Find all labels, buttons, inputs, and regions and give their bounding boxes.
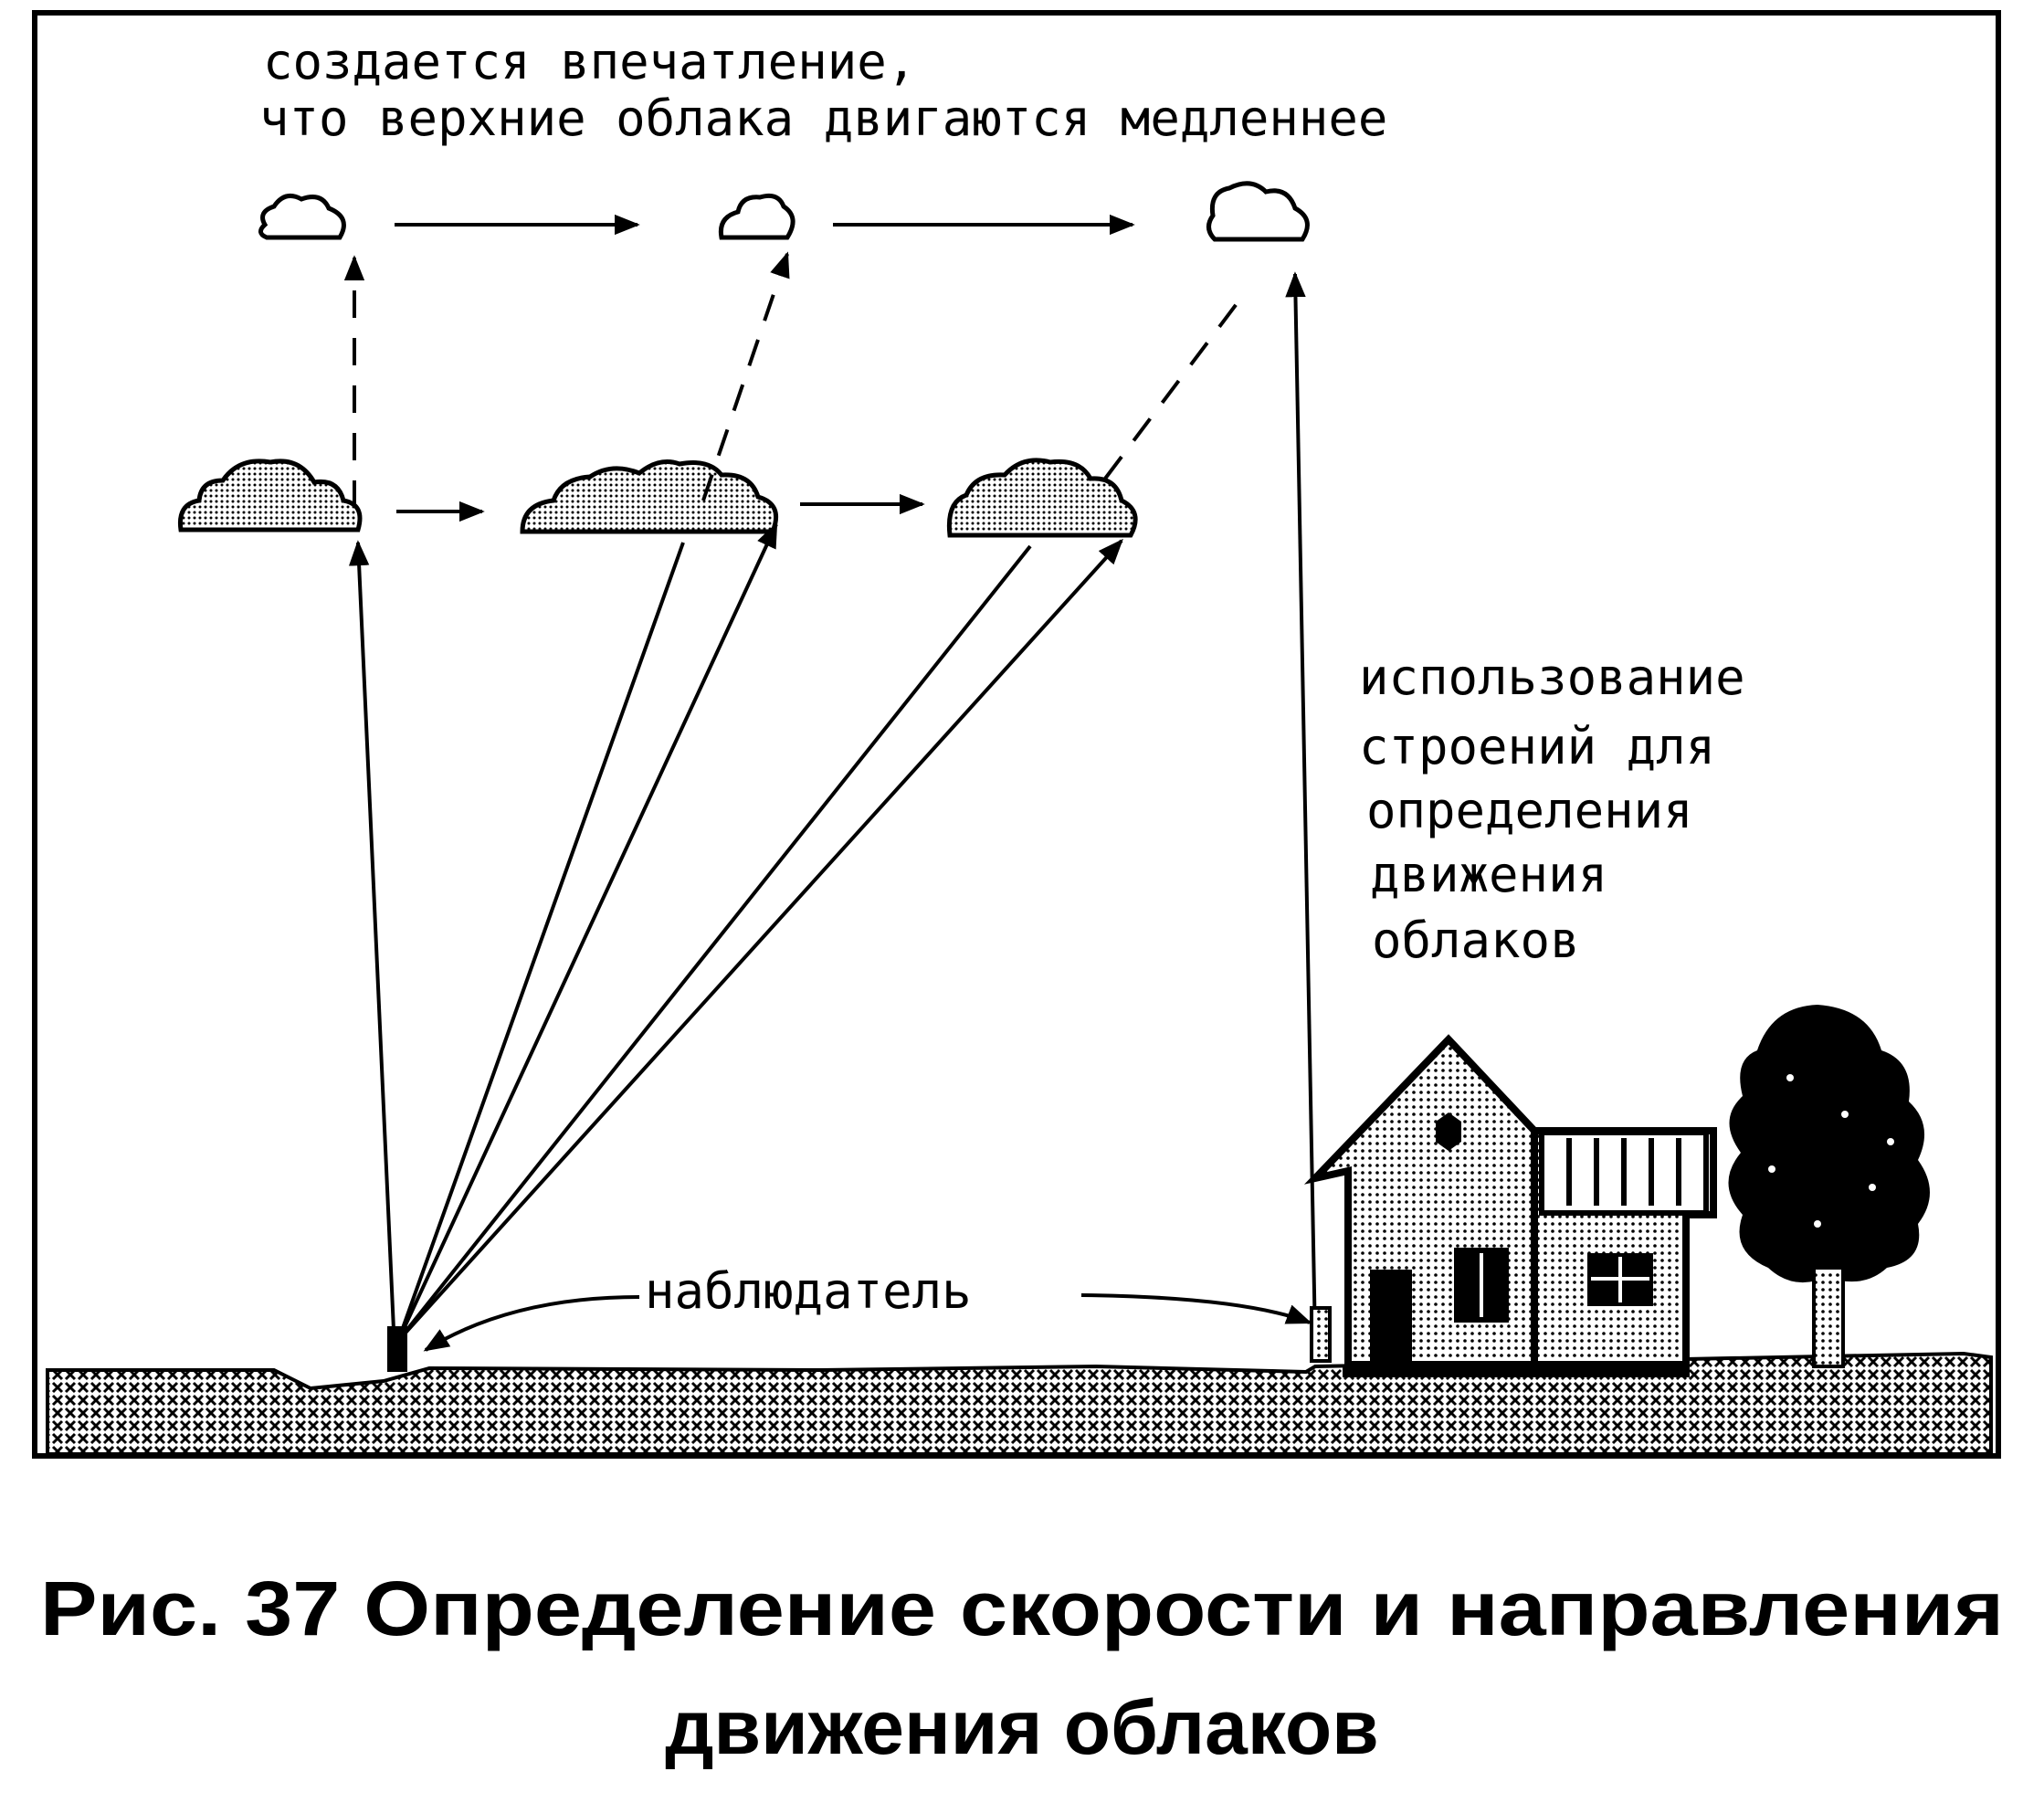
dashed-sight-lines bbox=[343, 251, 1240, 508]
house bbox=[1303, 1034, 1717, 1377]
right-note-line-1: использование bbox=[1359, 648, 1745, 706]
right-note-line-4: движения bbox=[1370, 846, 1607, 903]
motion-arrows-lower bbox=[396, 493, 925, 522]
right-note-line-5: облаков bbox=[1372, 912, 1580, 969]
building-sight-line bbox=[1285, 271, 1317, 1342]
cloud-upper-2 bbox=[718, 193, 795, 240]
top-note-line-2: что верхние облака двигаются медленнее bbox=[259, 90, 1387, 147]
tree bbox=[1728, 1005, 1930, 1368]
observer-pointer-arrows bbox=[423, 1293, 1312, 1352]
cloud-lower-3 bbox=[946, 458, 1138, 538]
observer-figure-left bbox=[387, 1326, 407, 1372]
cloud-lower-2 bbox=[520, 459, 778, 534]
right-note-line-3: определения bbox=[1366, 782, 1693, 839]
observer-sight-lines bbox=[348, 522, 1123, 1351]
cloud-upper-3 bbox=[1206, 181, 1310, 242]
observer-figure-right bbox=[1310, 1306, 1332, 1363]
cloud-lower-1 bbox=[177, 459, 363, 532]
caption-line-1: Рис. 37 Определение скорости и направлен… bbox=[40, 1566, 2004, 1651]
top-note-line-1: создается впечатление, bbox=[263, 33, 916, 90]
ground-strip bbox=[46, 1351, 1993, 1456]
right-note-line-2: строений для bbox=[1359, 718, 1715, 775]
cloud-upper-1 bbox=[258, 193, 346, 240]
right-note: использование строений для определения д… bbox=[1359, 648, 1745, 969]
observer-label: наблюдатель bbox=[645, 1262, 972, 1320]
caption-line-2: движения облаков bbox=[665, 1684, 1379, 1770]
